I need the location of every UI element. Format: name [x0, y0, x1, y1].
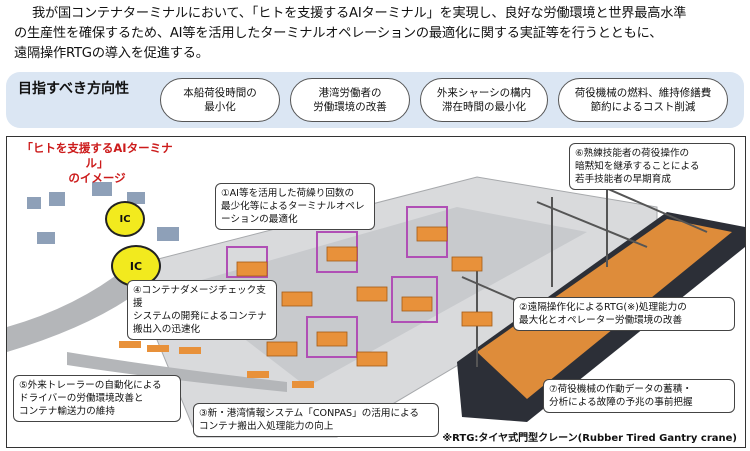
callout-3-line-1: ③新・港湾情報システム「CONPAS」の活用による: [199, 408, 419, 419]
trailers: [119, 341, 314, 388]
direction-pill-3: 外来シャーシの構内滞在時間の最小化: [420, 78, 548, 122]
pill-1-line-1: 本船荷役時間の: [183, 87, 257, 99]
access-road: [67, 352, 287, 392]
callout-1-line-2: 最少化等によるターミナルオペレ: [221, 201, 365, 212]
callout-6-line-1: ⑥熟練技能者の荷役操作の: [575, 148, 690, 159]
callout-4-line-3: 搬出入の迅速化: [133, 324, 201, 335]
pill-2-line-1: 港湾労働者の: [318, 87, 382, 99]
rtg-footnote: ※RTG:タイヤ式門型クレーン(Rubber Tired Gantry cran…: [442, 433, 737, 444]
callout-2-line-1: ②遠隔操作化によるRTG(※)処理能力の: [519, 302, 687, 313]
image-title-line-1: 「ヒトを支援するAIターミナル」: [21, 141, 173, 170]
directions-title: 目指すべき方向性: [18, 81, 130, 97]
pill-2-line-2: 労働環境の改善: [313, 101, 387, 113]
callout-2: ②遠隔操作化によるRTG(※)処理能力の 最大化とオペレーター労働環境の改善: [513, 297, 735, 331]
callout-4-line-2: システムの開発によるコンテナ: [133, 311, 267, 322]
callout-5-line-2: ドライバーの労働環境改善と: [19, 393, 144, 404]
callout-7-line-2: 分析による故障の予兆の事前把握: [549, 397, 693, 408]
callout-2-line-2: 最大化とオペレーター労働環境の改善: [519, 315, 683, 326]
callout-3-line-2: コンテナ搬出入処理能力の向上: [199, 421, 334, 432]
direction-pill-2: 港湾労働者の労働環境の改善: [290, 78, 410, 122]
image-title: 「ヒトを支援するAIターミナル」 のイメージ: [17, 141, 177, 186]
callout-4-line-1: ④コンテナダメージチェック支援: [133, 285, 266, 309]
callout-7: ⑦荷役機械の作動データの蓄積・ 分析による故障の予兆の事前把握: [543, 379, 735, 413]
directions-panel: 目指すべき方向性 本船荷役時間の最小化 港湾労働者の労働環境の改善 外来シャーシ…: [6, 72, 744, 128]
callout-1-line-3: ーションの最適化: [221, 214, 298, 225]
city-buildings: [27, 182, 179, 244]
intro-line-2: の生産性を確保するため、AI等を活用したターミナルオペレーションの最適化に関する…: [14, 26, 663, 41]
callout-5: ⑤外来トレーラーの自動化による ドライバーの労働環境改善と コンテナ輸送力の維持: [13, 375, 181, 422]
ic-label-1: IC: [119, 213, 131, 225]
highway: [7, 267, 157, 352]
callout-6: ⑥熟練技能者の荷役操作の 暗黙知を継承することによる 若手技能者の早期育成: [569, 143, 735, 190]
callout-5-line-3: コンテナ輸送力の維持: [19, 406, 115, 417]
pill-3-line-2: 滞在時間の最小化: [441, 101, 526, 113]
intro-line-3: 遠隔操作RTGの導入を促進する。: [14, 46, 209, 61]
intro-text: 我が国コンテナターミナルにおいて、「ヒトを支援するAIターミナル」を実現し、良好…: [14, 4, 738, 64]
direction-pill-1: 本船荷役時間の最小化: [160, 78, 280, 122]
pill-3-line-1: 外来シャーシの構内: [436, 87, 532, 99]
direction-pill-4: 荷役機械の燃料、維持修繕費節約によるコスト削減: [558, 78, 728, 122]
image-title-line-2: のイメージ: [68, 171, 126, 185]
callout-6-line-2: 暗黙知を継承することによる: [575, 161, 700, 172]
ic-marker-1: IC: [105, 201, 145, 237]
callout-1-line-1: ①AI等を活用した荷繰り回数の: [221, 188, 355, 199]
ic-label-2: IC: [129, 259, 143, 273]
callout-3: ③新・港湾情報システム「CONPAS」の活用による コンテナ搬出入処理能力の向上: [193, 403, 439, 437]
callout-7-line-1: ⑦荷役機械の作動データの蓄積・: [549, 384, 692, 395]
callout-4: ④コンテナダメージチェック支援 システムの開発によるコンテナ 搬出入の迅速化: [127, 280, 277, 340]
callout-5-line-1: ⑤外来トレーラーの自動化による: [19, 380, 162, 391]
pill-1-line-2: 最小化: [204, 101, 236, 113]
callout-6-line-3: 若手技能者の早期育成: [575, 174, 671, 185]
callout-1: ①AI等を活用した荷繰り回数の 最少化等によるターミナルオペレ ーションの最適化: [215, 183, 375, 230]
pill-4-line-2: 節約によるコスト削減: [590, 101, 696, 113]
terminal-image-box: 「ヒトを支援するAIターミナル」 のイメージ IC IC ①AI等を活用した荷繰…: [6, 136, 746, 448]
intro-line-1: 我が国コンテナターミナルにおいて、「ヒトを支援するAIターミナル」を実現し、良好…: [32, 6, 687, 21]
pill-4-line-1: 荷役機械の燃料、維持修繕費: [574, 87, 712, 99]
